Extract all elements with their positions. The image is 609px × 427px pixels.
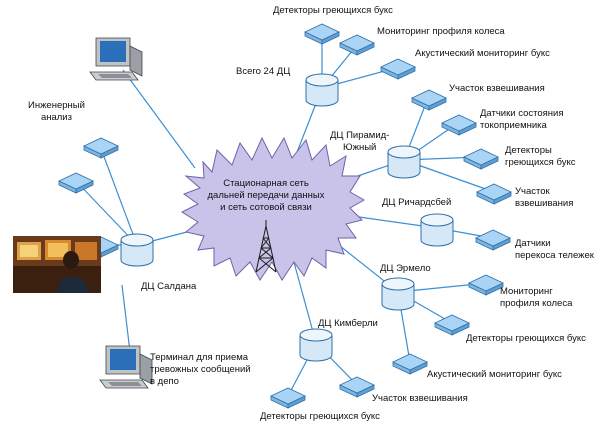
vsego-acoustic-label: Акустический мониторинг букс: [415, 48, 550, 59]
node-kimberli-label: ДЦ Кимберли: [318, 318, 378, 329]
device-vsego-monitoring: [339, 34, 375, 56]
vsego-detectors-label: Детекторы греющихся букс: [273, 5, 393, 16]
hub-label: Стационарная сеть дальней передачи данны…: [200, 178, 332, 214]
device-kim-detectors: [270, 387, 306, 409]
node-piramid-line-2: Южный: [343, 142, 377, 153]
engineering-line-2: анализ: [40, 112, 72, 123]
device-pir-weighing2: [476, 183, 512, 205]
erm-monitoring-label: Мониторинг профиля колеса: [500, 286, 572, 310]
device-pir-weighing: [411, 89, 447, 111]
terminal-line-2: тревожных сообщений: [150, 364, 251, 375]
terminal-label: Терминал для приема тревожных сообщений …: [150, 352, 251, 388]
pir-sensors-line-1: Датчики состояния: [480, 108, 564, 119]
kim-detectors-label: Детекторы греющихся букс: [260, 411, 380, 422]
device-sal-left: [58, 172, 94, 194]
erm-monitoring-line-2: профиля колеса: [500, 298, 573, 309]
rich-skew-label: Датчики перекоса тележек: [515, 238, 594, 262]
erm-detectors-label: Детекторы греющихся букс: [466, 333, 586, 344]
operator-photo: [13, 236, 101, 293]
engineering-computer-icon: [89, 37, 143, 81]
terminal-line-1: Терминал для приема: [150, 352, 249, 363]
device-erm-detectors: [434, 314, 470, 336]
node-kimberli-cylinder: [299, 328, 333, 362]
hub-line-2: дальней передачи данных: [207, 190, 325, 201]
pir-detectors-label: Детекторы греющихся букс: [505, 145, 575, 169]
device-pir-detectors: [463, 148, 499, 170]
device-erm-monitoring: [468, 274, 504, 296]
erm-acoustic-label: Акустический мониторинг букс: [427, 369, 562, 380]
pir-sensors-label: Датчики состояния токоприемника: [480, 108, 563, 132]
radio-tower-icon: [255, 220, 277, 273]
vsego-monitoring-label: Мониторинг профиля колеса: [377, 26, 505, 37]
node-richards-label: ДЦ Ричардсбей: [382, 197, 452, 208]
node-piramid-cylinder: [387, 145, 421, 179]
node-ermelo-cylinder: [381, 277, 415, 311]
sensor-devices: [58, 23, 512, 409]
pir-detectors-line-1: Детекторы: [505, 145, 552, 156]
terminal-computer-icon: [99, 345, 153, 389]
node-saldana-label: ДЦ Салдана: [141, 281, 197, 292]
kim-weighing-label: Участок взвешивания: [372, 393, 468, 404]
hub-cloud-shape: [180, 136, 366, 281]
node-richards-cylinder: [420, 213, 454, 247]
pir-detectors-line-2: греющихся букс: [505, 157, 576, 168]
node-piramid-line-1: ДЦ Пирамид-: [330, 130, 390, 141]
device-erm-acoustic: [392, 353, 428, 375]
hub-line-3: и сеть сотовой связи: [220, 202, 312, 213]
device-vsego-detectors: [304, 23, 340, 45]
pir-weighing-label: Участок взвешивания: [449, 83, 545, 94]
terminal-line-3: в депо: [150, 376, 179, 387]
rich-skew-line-1: Датчики: [515, 238, 551, 249]
pir-sensors-line-2: токоприемника: [480, 120, 547, 131]
node-piramid-label: ДЦ Пирамид- Южный: [330, 130, 389, 154]
pir-weighing2-line-1: Участок: [515, 186, 550, 197]
device-pir-sensors: [441, 114, 477, 136]
erm-monitoring-line-1: Мониторинг: [500, 286, 553, 297]
node-vsego-label: Всего 24 ДЦ: [236, 66, 291, 77]
hub-line-1: Стационарная сеть: [223, 178, 309, 189]
engineering-line-1: Инженерный: [28, 100, 85, 111]
dc-nodes: [120, 73, 454, 362]
node-vsego-cylinder: [305, 73, 339, 107]
network-hub: [180, 136, 366, 281]
pir-weighing2-label: Участок взвешивания: [515, 186, 573, 210]
device-rich-skew: [475, 229, 511, 251]
node-ermelo-label: ДЦ Эрмело: [380, 263, 431, 274]
device-sal-top: [83, 137, 119, 159]
engineering-label: Инженерный анализ: [28, 100, 85, 124]
device-kim-weighing: [339, 376, 375, 398]
pir-weighing2-line-2: взвешивания: [515, 198, 574, 209]
node-saldana-cylinder: [120, 233, 154, 267]
rich-skew-line-2: перекоса тележек: [515, 250, 594, 261]
device-vsego-acoustic: [380, 58, 416, 80]
